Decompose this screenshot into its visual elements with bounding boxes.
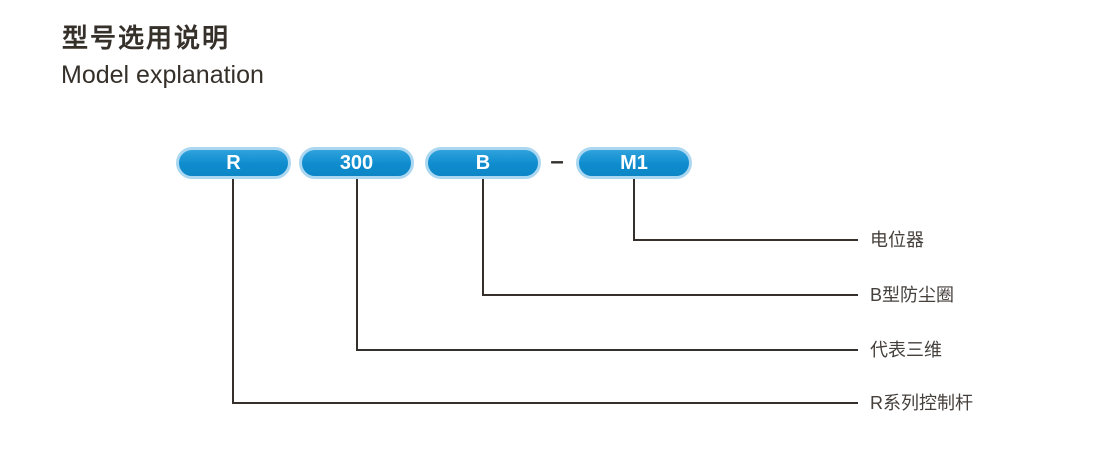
model-segment-pill-m1: M1 — [576, 147, 692, 179]
connector-line-b — [482, 179, 858, 296]
segment-description-b: B型防尘圈 — [870, 285, 955, 305]
model-code-separator-dash: – — [550, 148, 564, 175]
segment-description-r: R系列控制杆 — [870, 393, 973, 413]
model-segment-pill-b: B — [425, 147, 541, 179]
connector-line-300 — [356, 179, 858, 351]
model-segment-pill-r: R — [176, 147, 291, 179]
page-title-zh: 型号选用说明 — [62, 23, 231, 53]
connector-line-r — [232, 179, 858, 404]
segment-description-300: 代表三维 — [870, 340, 942, 360]
connector-line-m1 — [633, 179, 858, 241]
model-segment-pill-300: 300 — [299, 147, 414, 179]
segment-description-m1: 电位器 — [870, 230, 924, 250]
page-title-en: Model explanation — [61, 61, 264, 89]
